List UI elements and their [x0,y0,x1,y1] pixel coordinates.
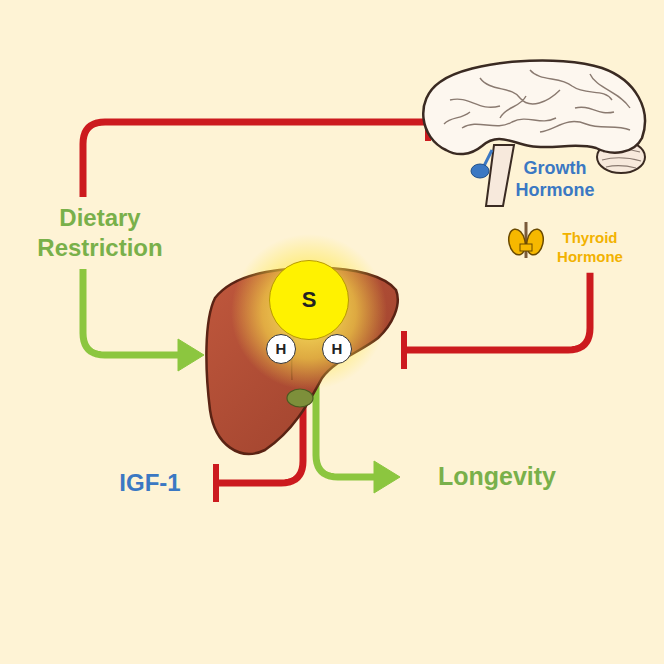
hormone-label: IGF-1 [100,468,200,498]
connector-line [404,273,590,350]
thyroid-lobe [506,228,527,257]
node-text: Growth Hormone [508,157,603,202]
brain-illustration [423,60,645,206]
outcome-label: Longevity [412,461,582,492]
connector-line [83,269,182,355]
activation-connector [83,269,204,371]
node-text: H [332,340,343,359]
pathway-label: Dietary Restriction [20,203,180,263]
node-text: IGF-1 [100,468,200,498]
hormone-label: Growth Hormone [508,157,603,202]
node-text: H [276,340,287,359]
liver-illustration [206,234,397,454]
sulfur-atom: S [269,260,349,340]
connector-line [83,122,428,197]
inhibition-connector [83,103,428,197]
inhibition-bar [213,464,219,502]
arrowhead [178,339,204,371]
thyroid-illustration [506,222,545,258]
gallbladder [287,389,313,407]
inhibition-bar [401,331,407,369]
pituitary-gland [471,164,489,178]
node-text: S [302,286,317,314]
inhibition-connector [404,273,590,369]
thyroid-isthmus [520,244,532,251]
hydrogen-atom: H [322,334,352,364]
node-text: Longevity [412,461,582,492]
thyroid-lobe [524,228,545,257]
arrowhead [374,461,400,493]
node-text: Thyroid Hormone [550,229,630,267]
node-text: Dietary Restriction [20,203,180,263]
pituitary-stalk [484,150,492,166]
cerebrum [423,60,645,154]
brain-gyri [444,70,630,132]
h2s-glow [231,234,387,390]
hydrogen-atom: H [266,334,296,364]
hormone-label: Thyroid Hormone [550,229,630,267]
